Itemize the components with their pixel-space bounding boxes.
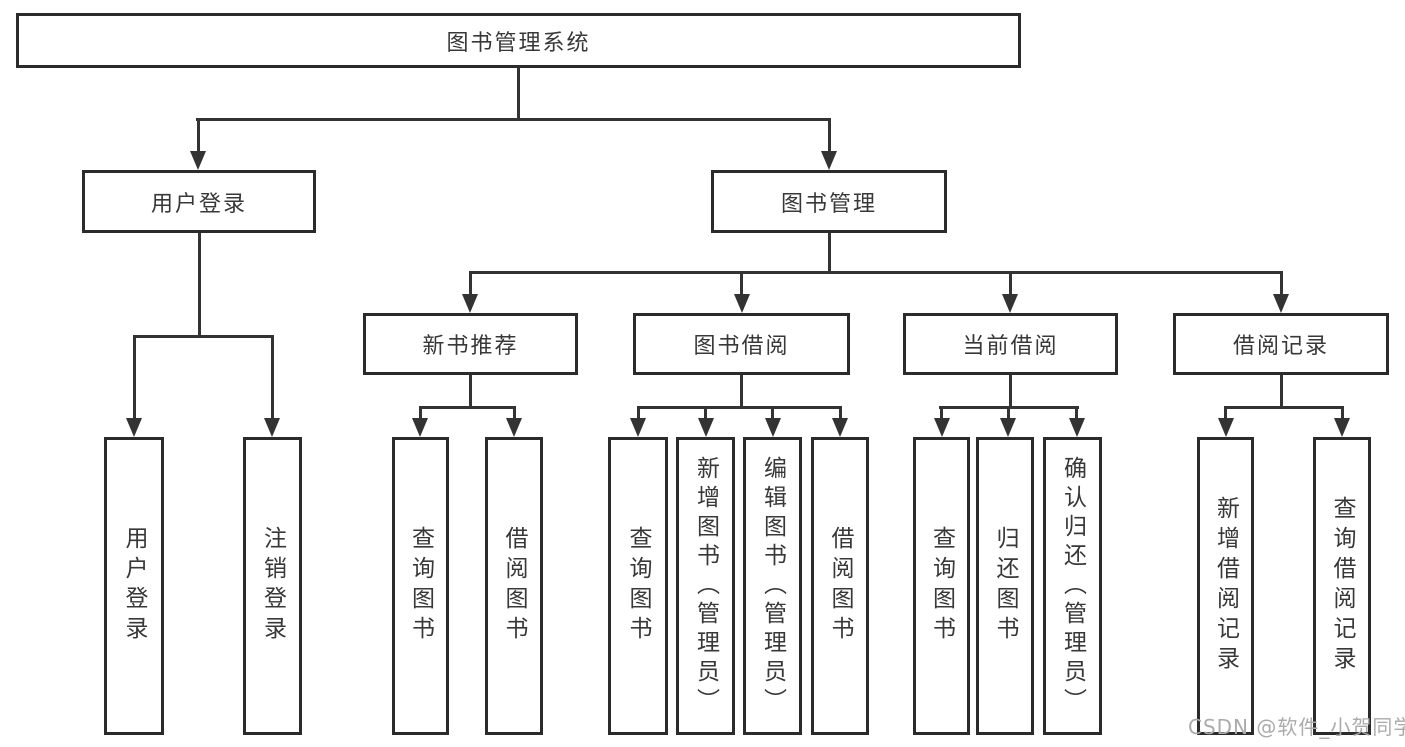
leaf-borrow-edit-book: 编辑图书（管理员） <box>743 437 802 735</box>
section-borrow-records-label: 借阅记录 <box>1232 334 1329 359</box>
csdn-watermark: CSDN @软件_小贺同学 <box>1188 715 1405 739</box>
leaf-borrow-add-book: 新增图书（管理员） <box>676 437 735 735</box>
edge-arrow-to-borrow-edit-book <box>764 407 781 437</box>
edge-arrow-to-borrow-query-book <box>630 407 646 437</box>
leaf-records-query-record-label: 查询借阅记录 <box>1329 496 1355 676</box>
section-new-book-recommend: 新书推荐 <box>363 313 578 375</box>
branch-user-login: 用户登录 <box>82 170 316 233</box>
edge-current-borrow-stem <box>1008 375 1012 407</box>
edge-user-login-stem <box>197 233 201 336</box>
edge-arrow-to-leaf-user-login <box>126 336 142 437</box>
edge-new-book-recommend-stem <box>468 375 472 407</box>
leaf-recommend-query-book: 查询图书 <box>392 437 449 735</box>
leaf-current-query-book-label: 查询图书 <box>928 526 955 646</box>
edge-arrow-to-borrow-add-book <box>697 407 714 437</box>
edge-arrow-to-records-add-record <box>1217 407 1234 437</box>
leaf-current-confirm-return-label: 确认归还（管理员） <box>1059 455 1086 717</box>
leaf-logout: 注销登录 <box>243 437 302 735</box>
edge-book-management-rail <box>468 270 1283 274</box>
leaf-user-login: 用户登录 <box>104 437 164 735</box>
edge-root-stem <box>517 68 520 119</box>
edge-arrow-to-records-query-record <box>1334 407 1350 437</box>
leaf-records-query-record: 查询借阅记录 <box>1313 437 1371 735</box>
edge-new-book-recommend-rail <box>418 405 516 409</box>
leaf-recommend-borrow-book: 借阅图书 <box>485 437 543 735</box>
edge-arrow-to-current-return-book <box>1000 407 1016 437</box>
edge-arrow-to-book-borrow <box>733 272 750 313</box>
edge-root-rail <box>196 118 831 121</box>
leaf-records-add-record: 新增借阅记录 <box>1197 437 1254 735</box>
leaf-borrow-query-book: 查询图书 <box>608 437 668 735</box>
edge-borrow-records-rail <box>1224 405 1344 409</box>
edge-arrow-to-leaf-logout <box>264 336 280 437</box>
edge-arrow-to-new-book-recommend <box>462 272 478 313</box>
edge-arrow-to-user-login <box>190 119 206 170</box>
edge-arrow-to-recommend-borrow-book <box>506 407 522 437</box>
section-book-borrow: 图书借阅 <box>633 313 850 375</box>
section-borrow-records: 借阅记录 <box>1173 313 1389 375</box>
edge-arrow-to-current-borrow <box>1002 272 1018 313</box>
leaf-recommend-borrow-book-label: 借阅图书 <box>501 526 527 646</box>
branch-book-management: 图书管理 <box>711 170 947 233</box>
leaf-borrow-add-book-label: 新增图书（管理员） <box>692 455 719 717</box>
edge-book-borrow-rail <box>636 405 842 409</box>
section-current-borrow-label: 当前借阅 <box>962 334 1059 359</box>
section-new-book-recommend-label: 新书推荐 <box>422 334 519 359</box>
leaf-current-return-book-label: 归还图书 <box>992 526 1018 646</box>
edge-arrow-to-current-confirm-return <box>1068 407 1085 437</box>
section-book-borrow-label: 图书借阅 <box>693 334 790 359</box>
leaf-borrow-borrow-book: 借阅图书 <box>811 437 869 735</box>
edge-arrow-to-book-management <box>821 119 837 170</box>
edge-book-borrow-stem <box>740 375 743 407</box>
edge-user-login-rail <box>132 334 274 338</box>
leaf-recommend-query-book-label: 查询图书 <box>407 526 434 646</box>
edge-arrow-to-borrow-borrow-book <box>832 407 848 437</box>
edge-borrow-records-stem <box>1279 375 1283 407</box>
leaf-current-return-book: 归还图书 <box>976 437 1034 735</box>
root-node-label: 图书管理系统 <box>446 30 591 56</box>
leaf-records-add-record-label: 新增借阅记录 <box>1212 496 1239 676</box>
leaf-borrow-borrow-book-label: 借阅图书 <box>827 526 853 646</box>
edge-arrow-to-current-query-book <box>933 407 950 437</box>
leaf-current-confirm-return: 确认归还（管理员） <box>1043 437 1102 735</box>
branch-book-management-label: 图书管理 <box>780 191 877 217</box>
leaf-borrow-query-book-label: 查询图书 <box>625 526 651 646</box>
edge-arrow-to-borrow-records <box>1273 272 1289 313</box>
edge-arrow-to-recommend-query-book <box>412 407 428 437</box>
leaf-borrow-edit-book-label: 编辑图书（管理员） <box>759 455 786 717</box>
root-node-library-system: 图书管理系统 <box>16 13 1021 68</box>
leaf-user-login-label: 用户登录 <box>121 526 147 646</box>
leaf-logout-label: 注销登录 <box>259 526 286 646</box>
section-current-borrow: 当前借阅 <box>903 313 1118 375</box>
edge-book-management-stem <box>827 233 831 272</box>
leaf-current-query-book: 查询图书 <box>913 437 970 735</box>
branch-user-login-label: 用户登录 <box>150 191 247 217</box>
